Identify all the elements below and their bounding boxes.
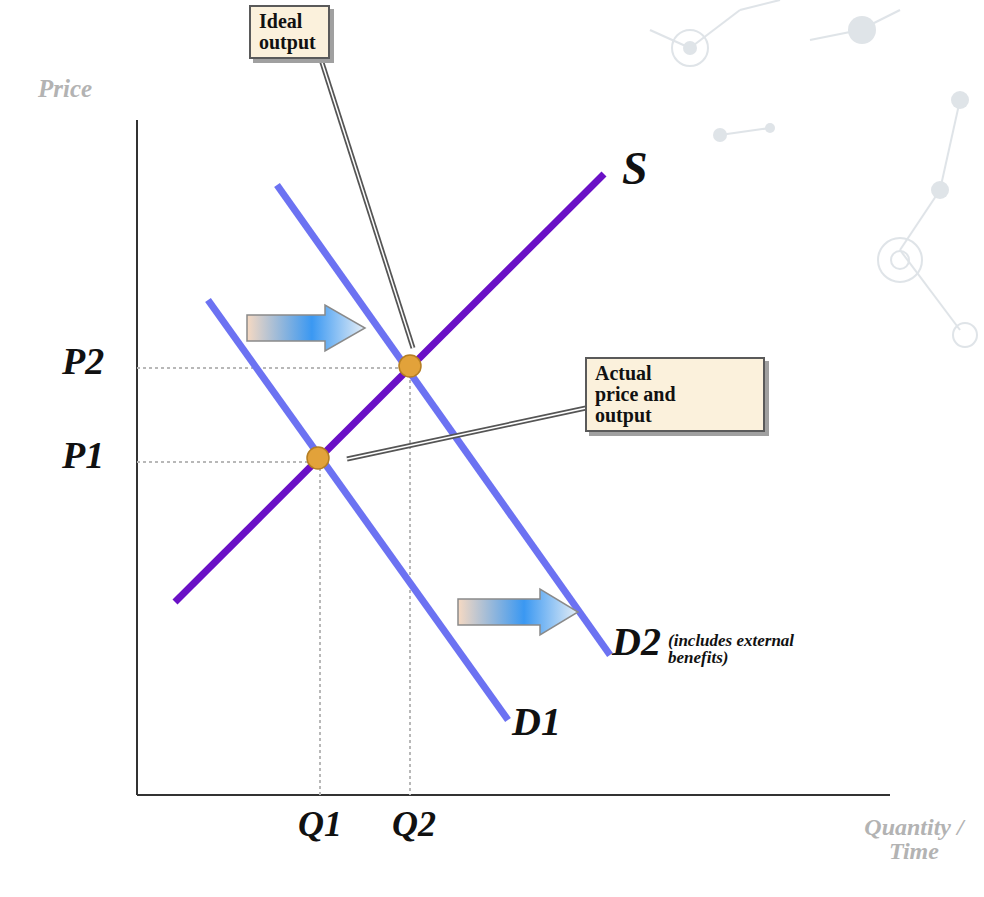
decor-dot [765, 123, 775, 133]
decor-line [940, 100, 960, 190]
decor-dot [713, 128, 727, 142]
axes [137, 120, 890, 795]
quantity-label: Q2 [392, 806, 436, 842]
callout-box: Ideal output [249, 5, 330, 59]
supply-curve [175, 174, 604, 602]
curve-label: S [622, 146, 648, 192]
decor-line [740, 0, 780, 10]
decor-dot [931, 181, 949, 199]
equilibrium-dot [399, 355, 421, 377]
shift-arrow [458, 589, 578, 635]
axis-title: Price [38, 76, 92, 101]
network-decoration [650, 0, 977, 347]
decor-ring [953, 323, 977, 347]
leader-line [347, 405, 600, 459]
p1-guide [137, 461, 318, 463]
q1-guide [319, 462, 321, 795]
axis-title: Quantity / Time [852, 815, 976, 863]
price-label: P2 [62, 342, 104, 380]
leader-lines [318, 50, 600, 459]
callout-text: Ideal output [259, 11, 316, 53]
quantity-label: Q1 [298, 806, 342, 842]
decor-ring [672, 30, 708, 66]
guide-lines [137, 368, 410, 795]
callout-box: Actual price and output [585, 357, 765, 432]
curve-note: (includes external benefits) [668, 632, 818, 666]
decor-dot [683, 41, 697, 55]
decor-line [720, 128, 770, 135]
curve-label: D1 [512, 702, 561, 742]
decor-dot [951, 91, 969, 109]
y-axis [136, 120, 138, 795]
x-axis [137, 794, 890, 796]
decor-ring [878, 238, 922, 282]
leader-line-inner [347, 405, 600, 459]
decor-line [900, 190, 940, 250]
equilibrium-dot [307, 447, 329, 469]
p2-guide [137, 367, 410, 369]
decor-ring [891, 251, 909, 269]
leader-line [318, 50, 413, 348]
leader-line-inner [318, 50, 413, 348]
shift-arrow [247, 305, 365, 351]
decor-dot [848, 16, 876, 44]
callout-text: Actual price and output [595, 363, 695, 426]
demand-curve-d1 [208, 300, 508, 720]
price-label: P1 [62, 436, 104, 474]
decor-line [690, 10, 740, 48]
demand-curve-d2 [277, 185, 610, 655]
curve-label: D2 [612, 622, 661, 662]
